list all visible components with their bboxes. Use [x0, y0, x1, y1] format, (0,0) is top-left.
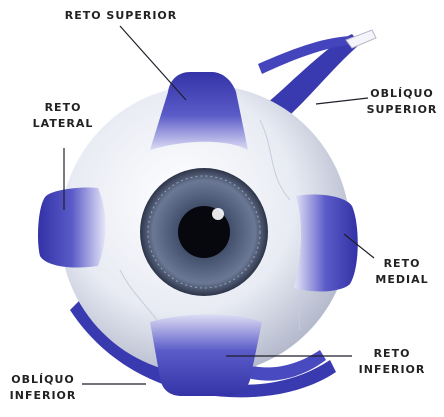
label-medial-rectus: RETO MEDIAL — [362, 256, 442, 288]
label-lateral-rectus: RETO LATERAL — [18, 100, 108, 132]
iris-highlight — [212, 208, 224, 220]
label-inferior-oblique: OBLÍQUO INFERIOR — [0, 372, 86, 404]
lateral-rectus-muscle — [38, 187, 106, 267]
superior-rectus-muscle — [150, 72, 248, 150]
label-superior-oblique: OBLÍQUO SUPERIOR — [360, 86, 444, 118]
label-superior-rectus: RETO SUPERIOR — [36, 8, 206, 24]
superior-oblique-end — [346, 30, 376, 48]
inferior-rectus-muscle — [150, 315, 262, 397]
label-inferior-rectus: RETO INFERIOR — [346, 346, 438, 378]
medial-rectus-muscle — [294, 194, 358, 291]
